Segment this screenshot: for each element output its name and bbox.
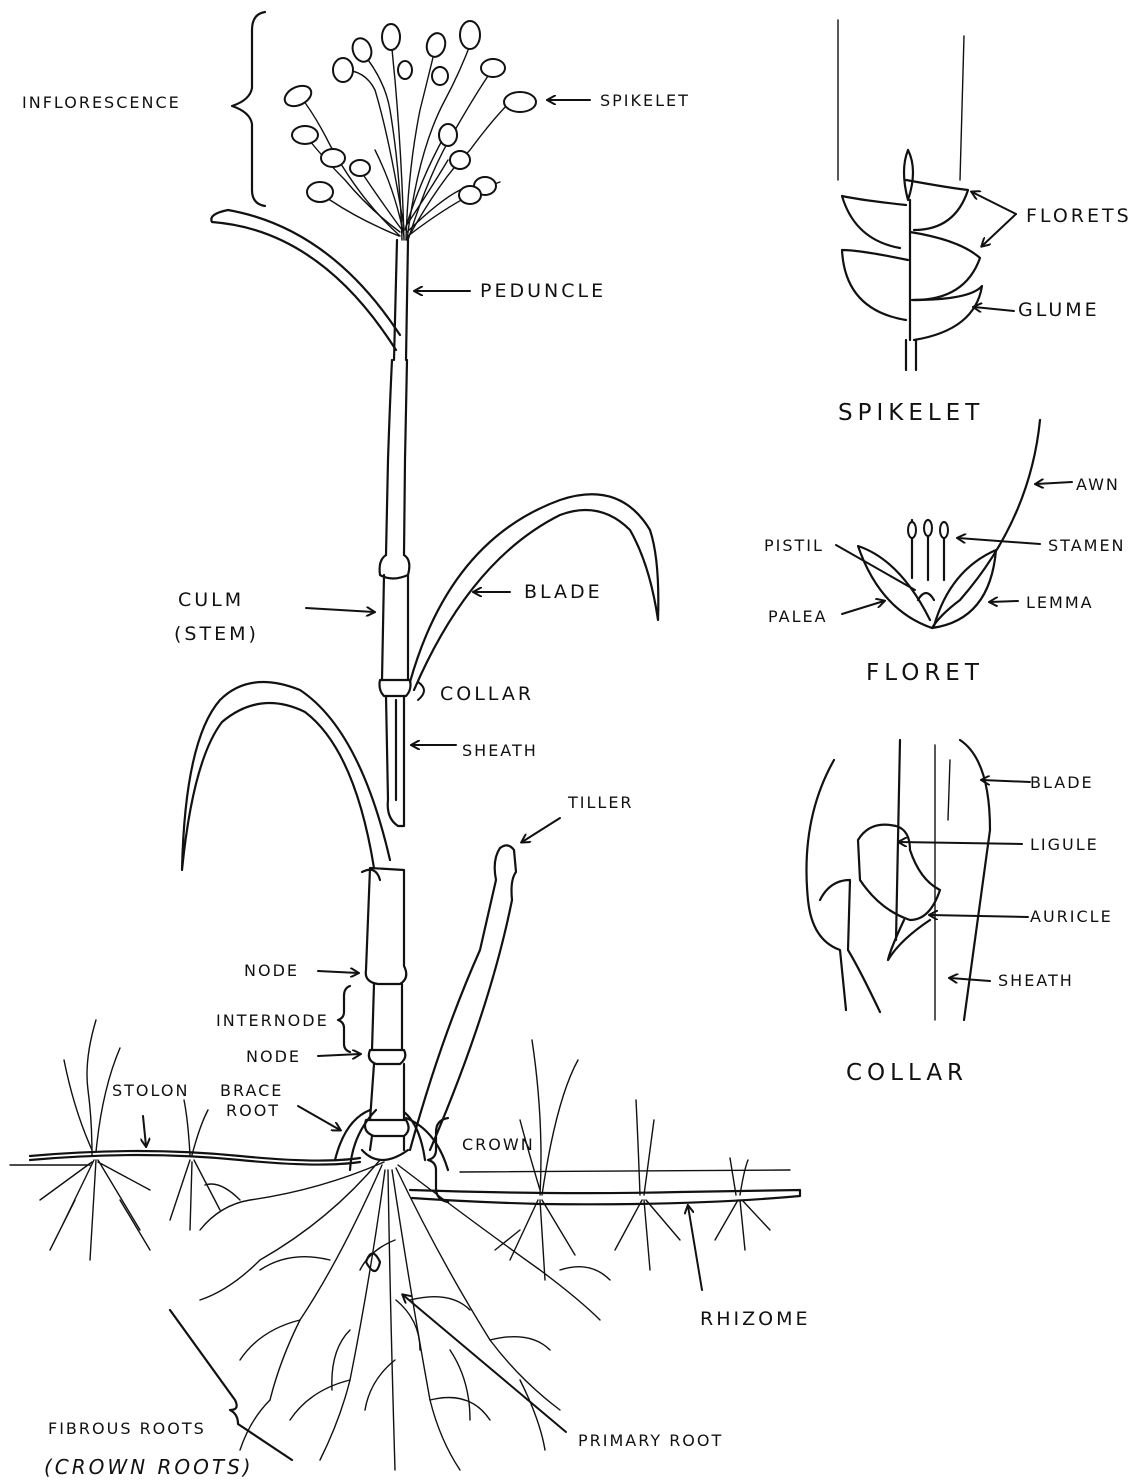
label-peduncle: PEDUNCLE — [480, 280, 606, 302]
collar-detail-drawing — [806, 740, 1030, 1020]
sheath-drawing — [386, 696, 404, 826]
labels-spikelet: FLORETS GLUME SPIKELET — [838, 205, 1132, 426]
label-crown: CROWN — [462, 1135, 535, 1154]
title-spikelet: SPIKELET — [838, 400, 984, 426]
label-ligule: LIGULE — [1030, 835, 1099, 854]
label-lemma: LEMMA — [1026, 593, 1094, 612]
label-inflorescence: INFLORESCENCE — [22, 93, 181, 112]
label-collar-blade: BLADE — [1030, 773, 1094, 792]
spikelet-detail-drawing — [838, 20, 1016, 370]
stolon-plantlets — [64, 1020, 748, 1195]
internode-bracket — [338, 986, 350, 1052]
fibrous-root-mass — [200, 1160, 610, 1470]
label-brace: BRACE — [220, 1081, 283, 1100]
label-stolon: STOLON — [112, 1081, 189, 1100]
label-brace-root: ROOT — [226, 1101, 280, 1120]
label-palea: PALEA — [768, 607, 828, 626]
tiller-drawing — [410, 845, 516, 1150]
labels-main: INFLORESCENCE SPIKELET PEDUNCLE CULM (ST… — [22, 91, 810, 1479]
labels-collar: BLADE LIGULE AURICLE SHEATH COLLAR — [846, 773, 1113, 1086]
label-auricle: AURICLE — [1030, 907, 1113, 926]
label-florets: FLORETS — [1026, 205, 1132, 227]
main-arrows — [143, 100, 702, 1432]
label-tiller: TILLER — [567, 793, 634, 812]
label-culm-stem: (STEM) — [174, 623, 259, 645]
culm-upper — [386, 360, 407, 555]
title-floret: FLORET — [866, 660, 984, 686]
label-culm: CULM — [178, 589, 244, 611]
label-collar-sheath: SHEATH — [998, 971, 1074, 990]
rhizome-drawing — [410, 1190, 800, 1204]
label-awn: AWN — [1076, 475, 1120, 494]
label-collar: COLLAR — [440, 683, 534, 705]
spikelet-heads — [282, 21, 536, 204]
label-crown-roots: (CROWN ROOTS) — [44, 1455, 254, 1479]
label-internode: INTERNODE — [216, 1011, 329, 1030]
flag-leaf — [211, 210, 400, 350]
lower-blade — [182, 682, 390, 870]
main-plant-drawing — [10, 12, 800, 1470]
label-node-upper: NODE — [244, 961, 299, 980]
label-spikelet: SPIKELET — [600, 91, 690, 110]
plantlet-roots — [40, 1160, 770, 1280]
label-sheath: SHEATH — [462, 741, 538, 760]
label-glume: GLUME — [1018, 299, 1100, 321]
label-node-lower: NODE — [246, 1047, 301, 1066]
label-blade: BLADE — [524, 581, 603, 603]
label-stamen: STAMEN — [1048, 536, 1126, 555]
label-fibrous-roots: FIBROUS ROOTS — [48, 1419, 206, 1438]
culm-lower — [366, 868, 407, 984]
peduncle-drawing — [394, 240, 408, 360]
label-primary-root: PRIMARY ROOT — [578, 1431, 723, 1450]
title-collar: COLLAR — [846, 1060, 968, 1086]
label-pistil: PISTIL — [764, 536, 824, 555]
label-rhizome: RHIZOME — [700, 1308, 810, 1330]
inflorescence-bracket — [232, 12, 265, 206]
culm-middle — [382, 575, 408, 680]
